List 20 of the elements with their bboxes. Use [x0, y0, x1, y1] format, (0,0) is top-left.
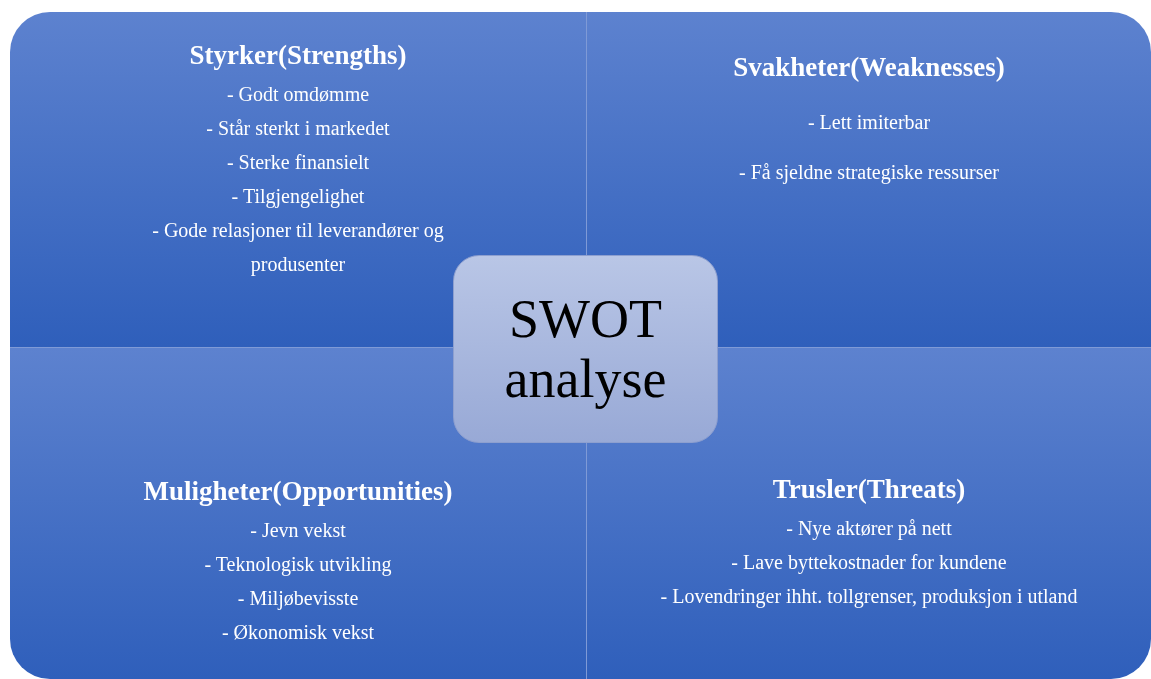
bullet-item: - Jevn vekst — [250, 518, 346, 543]
bullet-item: - Nye aktører på nett — [786, 516, 952, 542]
quadrant-heading: Trusler(Threats) — [772, 474, 966, 505]
bullet-item: - Teknologisk utvikling — [204, 552, 392, 578]
bullet-item: - Økonomisk vekst — [221, 620, 375, 645]
bullet-item: - Gode relasjoner til leverandører og produsenter — [151, 218, 445, 278]
quadrant-heading: Muligheter(Opportunities) — [143, 476, 453, 507]
bullet-item: - Miljøbevisste — [237, 586, 359, 612]
bullet-item: - Få sjeldne strategiske ressurser — [739, 160, 999, 186]
bullet-item: - Godt omdømme — [226, 82, 370, 107]
bullet-item: - Lave byttekostnader for kundene — [731, 550, 1007, 576]
bullet-item: - Står sterkt i markedet — [206, 116, 390, 141]
bullet-item: - Lett imiterbar — [807, 110, 931, 135]
bullet-item: - Sterke finansielt — [226, 150, 370, 175]
center-title: SWOT analyse — [503, 289, 668, 409]
bullet-item: - Tilgjengelighet — [231, 184, 365, 210]
quadrant-heading: Svakheter(Weaknesses) — [733, 52, 1005, 83]
center-box — [453, 255, 718, 443]
bullet-item: - Lovendringer ihht. tollgrenser, produksjon i utland — [660, 584, 1078, 610]
quadrant-heading: Styrker(Strengths) — [189, 40, 407, 71]
